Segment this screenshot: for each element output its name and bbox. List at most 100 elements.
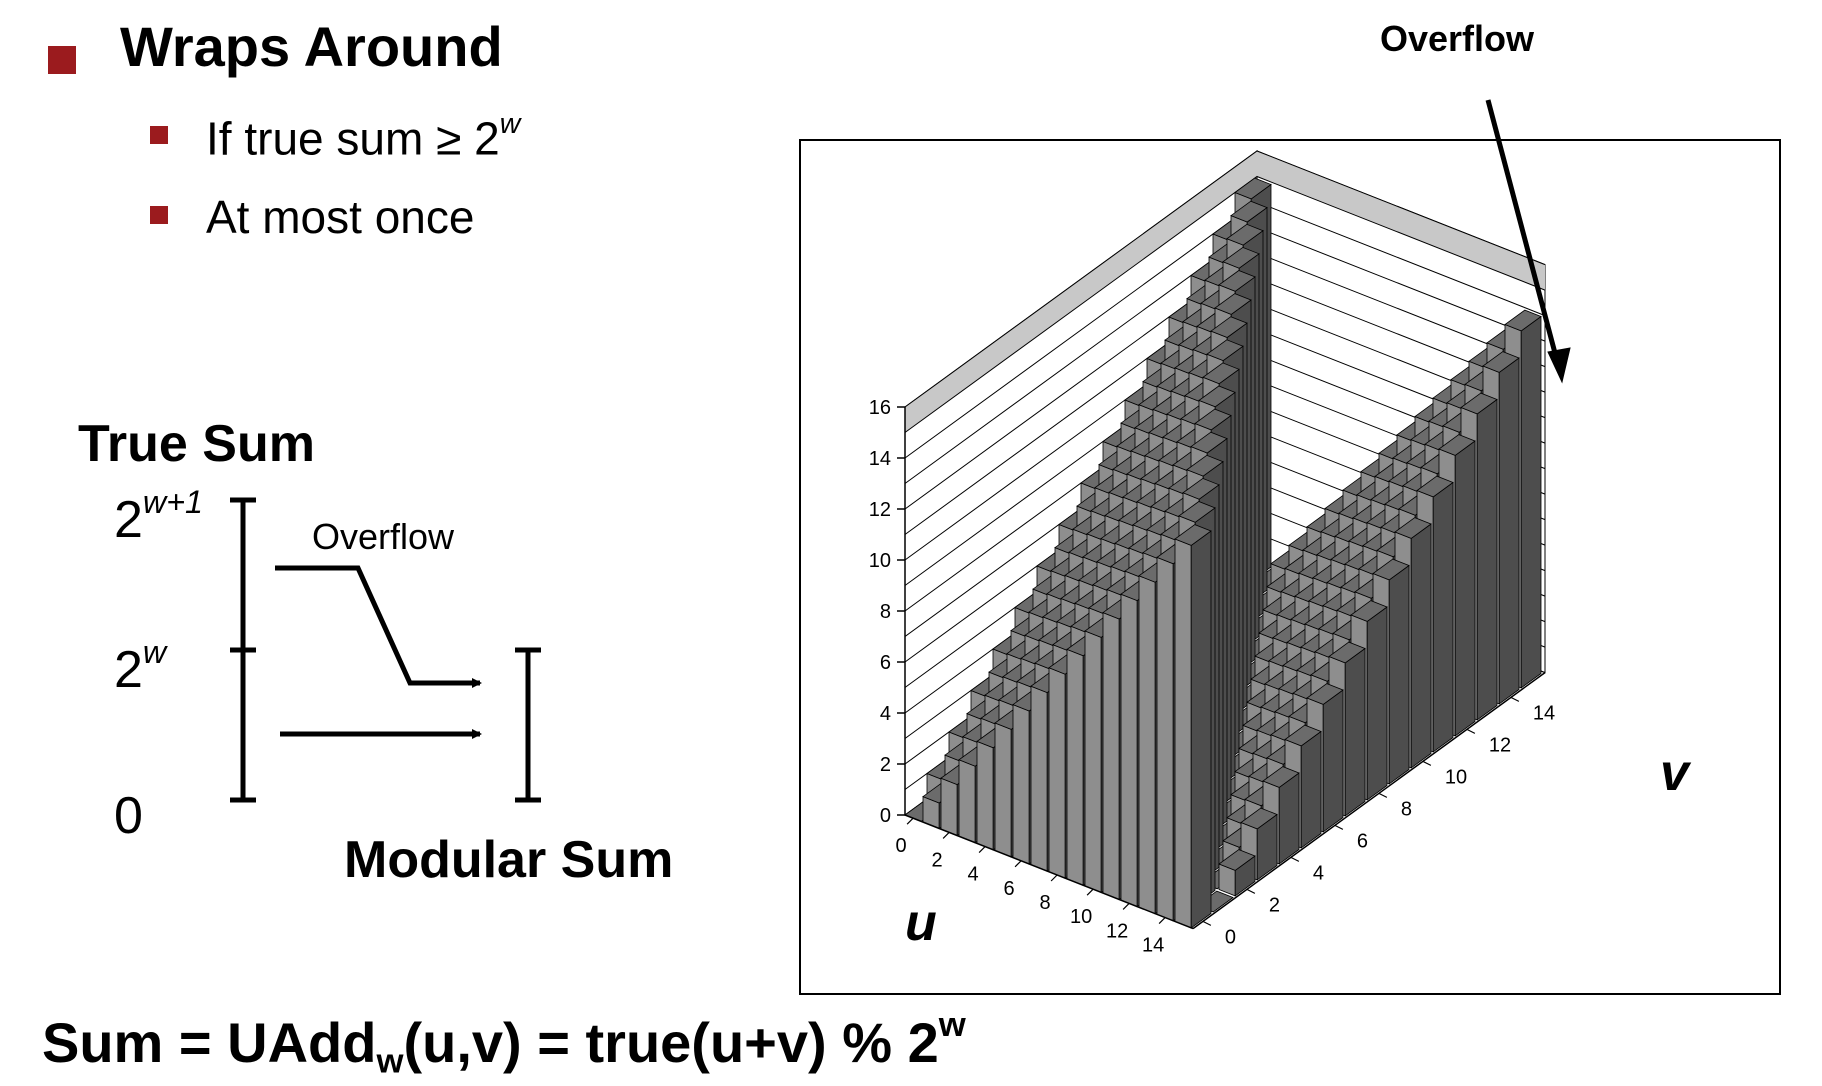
- bar-front-face: [976, 740, 994, 851]
- bar-top-face: [1178, 501, 1216, 523]
- bar-side-face: [1520, 315, 1542, 689]
- slide-heading: Wraps Around: [120, 15, 503, 78]
- bar-front-face: [1174, 538, 1192, 929]
- tick-mid-exp: w: [142, 634, 167, 670]
- v-tick: [1334, 824, 1344, 830]
- bar-top-face: [1482, 351, 1520, 373]
- sub-bullet-marker: [150, 206, 168, 224]
- u-tick-label: 14: [1142, 935, 1164, 957]
- bar-top-face: [1202, 362, 1240, 385]
- u-tick: [1014, 860, 1022, 868]
- formula-sup: w: [938, 1006, 966, 1044]
- chart-bar: [1174, 524, 1212, 929]
- bar-top-face: [1218, 849, 1256, 871]
- u-tick-label: 0: [896, 835, 907, 857]
- tick-label-mid: 2w: [114, 636, 166, 696]
- u-tick: [978, 846, 986, 854]
- tick-mid-base: 2: [114, 641, 143, 700]
- bar-top-face: [1284, 724, 1322, 747]
- z-tick-label: 4: [880, 703, 891, 725]
- gridline: [904, 175, 1546, 433]
- u-tick: [1122, 902, 1130, 910]
- bar-top-face: [1460, 392, 1498, 415]
- bar-side-face: [1476, 398, 1498, 721]
- u-axis-label: u: [905, 894, 937, 952]
- z-tick-label: 2: [880, 754, 891, 776]
- overflow-pointer-head: [1547, 347, 1571, 384]
- bar-side-face: [1278, 772, 1300, 865]
- u-tick-label: 6: [1004, 878, 1015, 900]
- v-tick-label: 8: [1401, 798, 1412, 820]
- formula-prefix: Sum = UAdd: [42, 1011, 377, 1075]
- bar-side-face: [1300, 730, 1322, 849]
- v-tick-label: 6: [1357, 830, 1368, 852]
- z-tick-label: 10: [869, 550, 891, 572]
- u-tick: [942, 831, 950, 839]
- heading-bullet: [48, 46, 76, 74]
- u-tick-label: 2: [932, 849, 943, 871]
- bar-front-face: [1084, 630, 1102, 893]
- modular-sum-label: Modular Sum: [344, 831, 674, 889]
- u-tick: [1086, 888, 1094, 896]
- bar-top-face: [1210, 316, 1248, 338]
- bar-front-face: [1120, 593, 1138, 908]
- v-axis-line: [1192, 671, 1546, 930]
- bullet-1-sup: w: [499, 108, 521, 140]
- bar-top-face: [1214, 293, 1252, 315]
- chart-bar: [1240, 807, 1278, 881]
- tick-top-exp: w+1: [142, 484, 203, 520]
- bar-top-face: [1306, 683, 1344, 705]
- tick-top-base: 2: [114, 491, 143, 550]
- bar-top-face: [1206, 339, 1244, 362]
- bar-top-face: [1350, 600, 1388, 622]
- tick-label-top: 2w+1: [114, 486, 203, 546]
- v-tick-label: 4: [1313, 862, 1324, 884]
- bar-side-face: [1388, 564, 1410, 785]
- back-wall-top-band: [1257, 151, 1545, 291]
- side-wall-top-band: [905, 151, 1257, 433]
- bar-top-face: [1438, 434, 1476, 456]
- overflow-arrow: [275, 565, 482, 688]
- chart-bar: [1218, 849, 1256, 897]
- bar-front-face: [1066, 648, 1084, 886]
- v-tick-label: 0: [1225, 926, 1236, 948]
- bar-front-face: [1138, 575, 1156, 915]
- bar-top-face: [1174, 524, 1212, 546]
- z-tick-label: 6: [880, 652, 891, 674]
- v-tick-label: 10: [1445, 766, 1467, 788]
- bar-front-face: [1048, 667, 1066, 879]
- u-tick: [1050, 874, 1058, 882]
- z-tick-label: 14: [869, 448, 891, 470]
- bar-side-face: [1366, 606, 1388, 801]
- bar-front-face: [1102, 612, 1120, 901]
- bar-top-face: [1372, 558, 1410, 581]
- bar-top-face: [1394, 517, 1432, 539]
- bar-top-face: [1234, 177, 1272, 200]
- sub-bullet-marker: [150, 126, 168, 144]
- bar-side-face: [1498, 357, 1520, 705]
- sum-range-diagram: [230, 497, 541, 803]
- z-tick-label: 8: [880, 601, 891, 623]
- bar-top-face: [1416, 475, 1454, 498]
- v-tick: [1378, 792, 1388, 798]
- bar-top-face: [1182, 477, 1220, 500]
- bar-front-face: [1156, 556, 1174, 922]
- u-tick-label: 4: [968, 864, 979, 886]
- bar-side-face: [1454, 440, 1476, 737]
- bar-side-face: [1190, 530, 1212, 929]
- z-tick-label: 12: [869, 499, 891, 521]
- bar-top-face: [1194, 408, 1232, 431]
- overflow-label: Overflow: [312, 516, 455, 557]
- z-tick-label: 0: [880, 805, 891, 827]
- overflow-pointer-shaft: [1485, 99, 1563, 373]
- v-tick-label: 2: [1269, 894, 1280, 916]
- v-tick-label: 12: [1489, 734, 1511, 756]
- u-tick: [1158, 917, 1166, 925]
- v-tick: [1422, 760, 1432, 766]
- chart-overflow-label: Overflow: [1380, 18, 1535, 59]
- v-tick: [1510, 696, 1520, 702]
- v-tick: [1202, 920, 1212, 926]
- bar-top-face: [1230, 200, 1268, 223]
- chart-border: [799, 139, 1781, 995]
- true-sum-label: True Sum: [78, 415, 315, 473]
